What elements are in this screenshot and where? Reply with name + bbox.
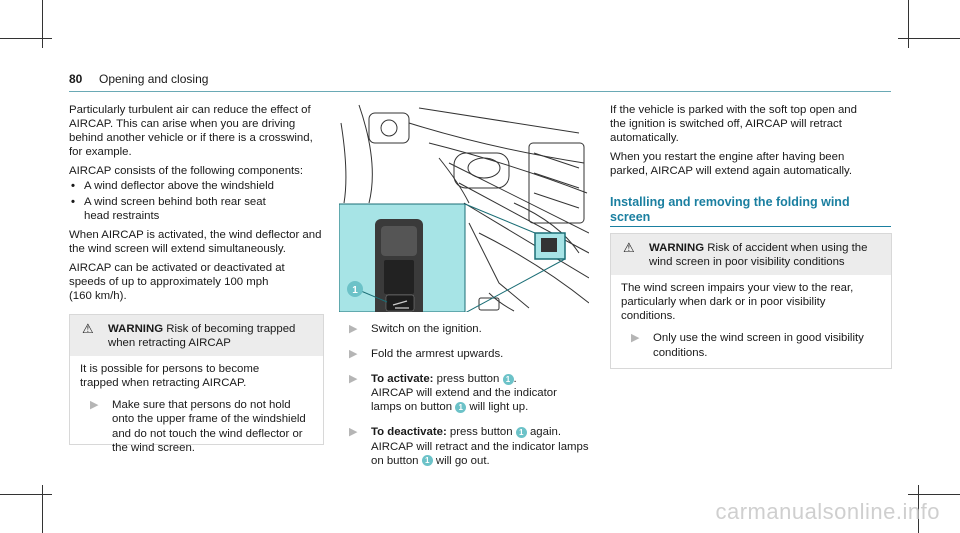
warning-instruction: ▶ Only use the wind screen in good visib… bbox=[621, 331, 881, 359]
leader-line bbox=[464, 203, 536, 234]
warning-title: Risk of becoming trapped when retracting… bbox=[108, 323, 296, 350]
section-heading: Installing and removing the folding wind… bbox=[610, 195, 850, 224]
list-item: •A wind deflector above the windshield bbox=[71, 180, 274, 193]
page-section-title: Opening and closing bbox=[99, 72, 209, 86]
arrow-icon: ▶ bbox=[349, 426, 358, 439]
console-button bbox=[541, 238, 557, 252]
arrow-icon: ▶ bbox=[349, 348, 358, 361]
step-lead: To activate: bbox=[371, 373, 434, 386]
warning-label: WARNING bbox=[108, 323, 164, 335]
callout-number: 1 bbox=[352, 285, 358, 296]
warning-instruction: ▶ Make sure that persons do not hold ont… bbox=[80, 398, 313, 454]
warning-instruction-text: Make sure that persons do not hold onto … bbox=[112, 399, 306, 454]
step-text-b: . bbox=[513, 373, 517, 386]
crop-mark bbox=[0, 38, 52, 39]
step-item: ▶ Fold the armrest upwards. bbox=[339, 347, 589, 361]
crop-mark bbox=[918, 485, 919, 533]
switch-middle bbox=[384, 260, 414, 294]
aircap-symbol-icon bbox=[392, 300, 409, 309]
warning-label: WARNING bbox=[649, 242, 705, 254]
activation-paragraph: When AIRCAP is activated, the wind defle… bbox=[69, 228, 322, 255]
speed-paragraph: AIRCAP can be activated or deactivated a… bbox=[69, 261, 285, 303]
step-text-a: press button bbox=[446, 426, 516, 439]
step-item: ▶ To activate: press button 1.AIRCAP wil… bbox=[339, 372, 589, 414]
step-text: Fold the armrest upwards. bbox=[371, 348, 504, 361]
step-text: Switch on the ignition. bbox=[371, 323, 482, 335]
right-column: If the vehicle is parked with the soft t… bbox=[610, 103, 860, 183]
warning-triangle-icon: ⚠ bbox=[82, 321, 94, 336]
warning-box-visibility: ⚠ WARNING Risk of accident when using th… bbox=[610, 233, 892, 369]
step-text: To activate: press button 1.AIRCAP will … bbox=[371, 372, 589, 414]
warning-text: The wind screen impairs your view to the… bbox=[621, 282, 854, 323]
list-item: •A wind screen behind both rear seat hea… bbox=[69, 195, 325, 223]
warning-triangle-icon: ⚠ bbox=[623, 240, 635, 255]
step-lead: To deactivate: bbox=[371, 426, 447, 439]
warning-box-trapped: ⚠ WARNING Risk of becoming trapped when … bbox=[69, 314, 324, 454]
warning-body: It is possible for persons to become tra… bbox=[70, 356, 323, 463]
warning-body: The wind screen impairs your view to the… bbox=[611, 275, 891, 367]
left-column: Particularly turbulent air can reduce th… bbox=[69, 103, 325, 308]
restart-paragraph: When you restart the engine after having… bbox=[610, 151, 853, 178]
list-item-text: A wind screen behind both rear seat head… bbox=[84, 195, 266, 222]
header-rule bbox=[69, 91, 891, 92]
warning-text: It is possible for persons to become tra… bbox=[80, 363, 260, 390]
button-number-badge: 1 bbox=[455, 401, 467, 413]
watermark: carmanualsonline.info bbox=[715, 499, 940, 524]
section-rule bbox=[610, 226, 891, 227]
button-number-badge: 1 bbox=[421, 455, 433, 467]
crop-mark bbox=[898, 38, 960, 39]
arrow-icon: ▶ bbox=[90, 399, 99, 412]
step-text-b: again. bbox=[526, 426, 561, 439]
button-number-badge: 1 bbox=[502, 373, 514, 385]
list-item-text: A wind deflector above the windshield bbox=[84, 180, 274, 193]
crop-mark bbox=[42, 0, 43, 48]
page-number: 80 bbox=[69, 72, 83, 86]
step-text-a: press button bbox=[433, 373, 503, 386]
arrow-icon: ▶ bbox=[349, 323, 358, 335]
crop-mark bbox=[0, 494, 52, 495]
callout-badge bbox=[347, 281, 363, 297]
step-text-c: AIRCAP will extend and the indicator lam… bbox=[371, 387, 557, 414]
leader-line bbox=[465, 258, 566, 312]
step-item: ▶ Switch on the ignition. bbox=[339, 322, 589, 336]
parked-paragraph: If the vehicle is parked with the soft t… bbox=[610, 104, 857, 145]
arrow-icon: ▶ bbox=[349, 373, 358, 386]
components-intro: AIRCAP consists of the following compone… bbox=[69, 165, 304, 178]
switch-top bbox=[381, 226, 417, 256]
warning-instruction-text: Only use the wind screen in good visibil… bbox=[653, 332, 864, 359]
crop-mark bbox=[908, 0, 909, 48]
warning-header: ⚠ WARNING Risk of accident when using th… bbox=[611, 234, 891, 276]
crop-mark bbox=[42, 485, 43, 533]
warning-header: ⚠ WARNING Risk of becoming trapped when … bbox=[70, 315, 323, 357]
interior-lines bbox=[340, 104, 589, 312]
step-text-d: will go out. bbox=[432, 454, 490, 467]
step-text: To deactivate: press button 1 again.AIRC… bbox=[371, 425, 589, 467]
step-item: ▶ To deactivate: press button 1 again.AI… bbox=[339, 425, 589, 467]
arrow-icon: ▶ bbox=[631, 332, 640, 345]
button-number-badge: 1 bbox=[515, 426, 527, 438]
warning-title: Risk of accident when using the wind scr… bbox=[649, 242, 868, 269]
intro-paragraph: Particularly turbulent air can reduce th… bbox=[69, 104, 313, 159]
step-text-c: AIRCAP will retract and the indicator la… bbox=[371, 440, 589, 467]
crop-mark bbox=[908, 494, 960, 495]
step-text-d: will light up. bbox=[466, 401, 529, 414]
armrest-button-figure: 1 bbox=[339, 103, 589, 312]
middle-column: ▶ Switch on the ignition. ▶ Fold the arm… bbox=[339, 322, 589, 479]
callout-line bbox=[360, 290, 388, 303]
